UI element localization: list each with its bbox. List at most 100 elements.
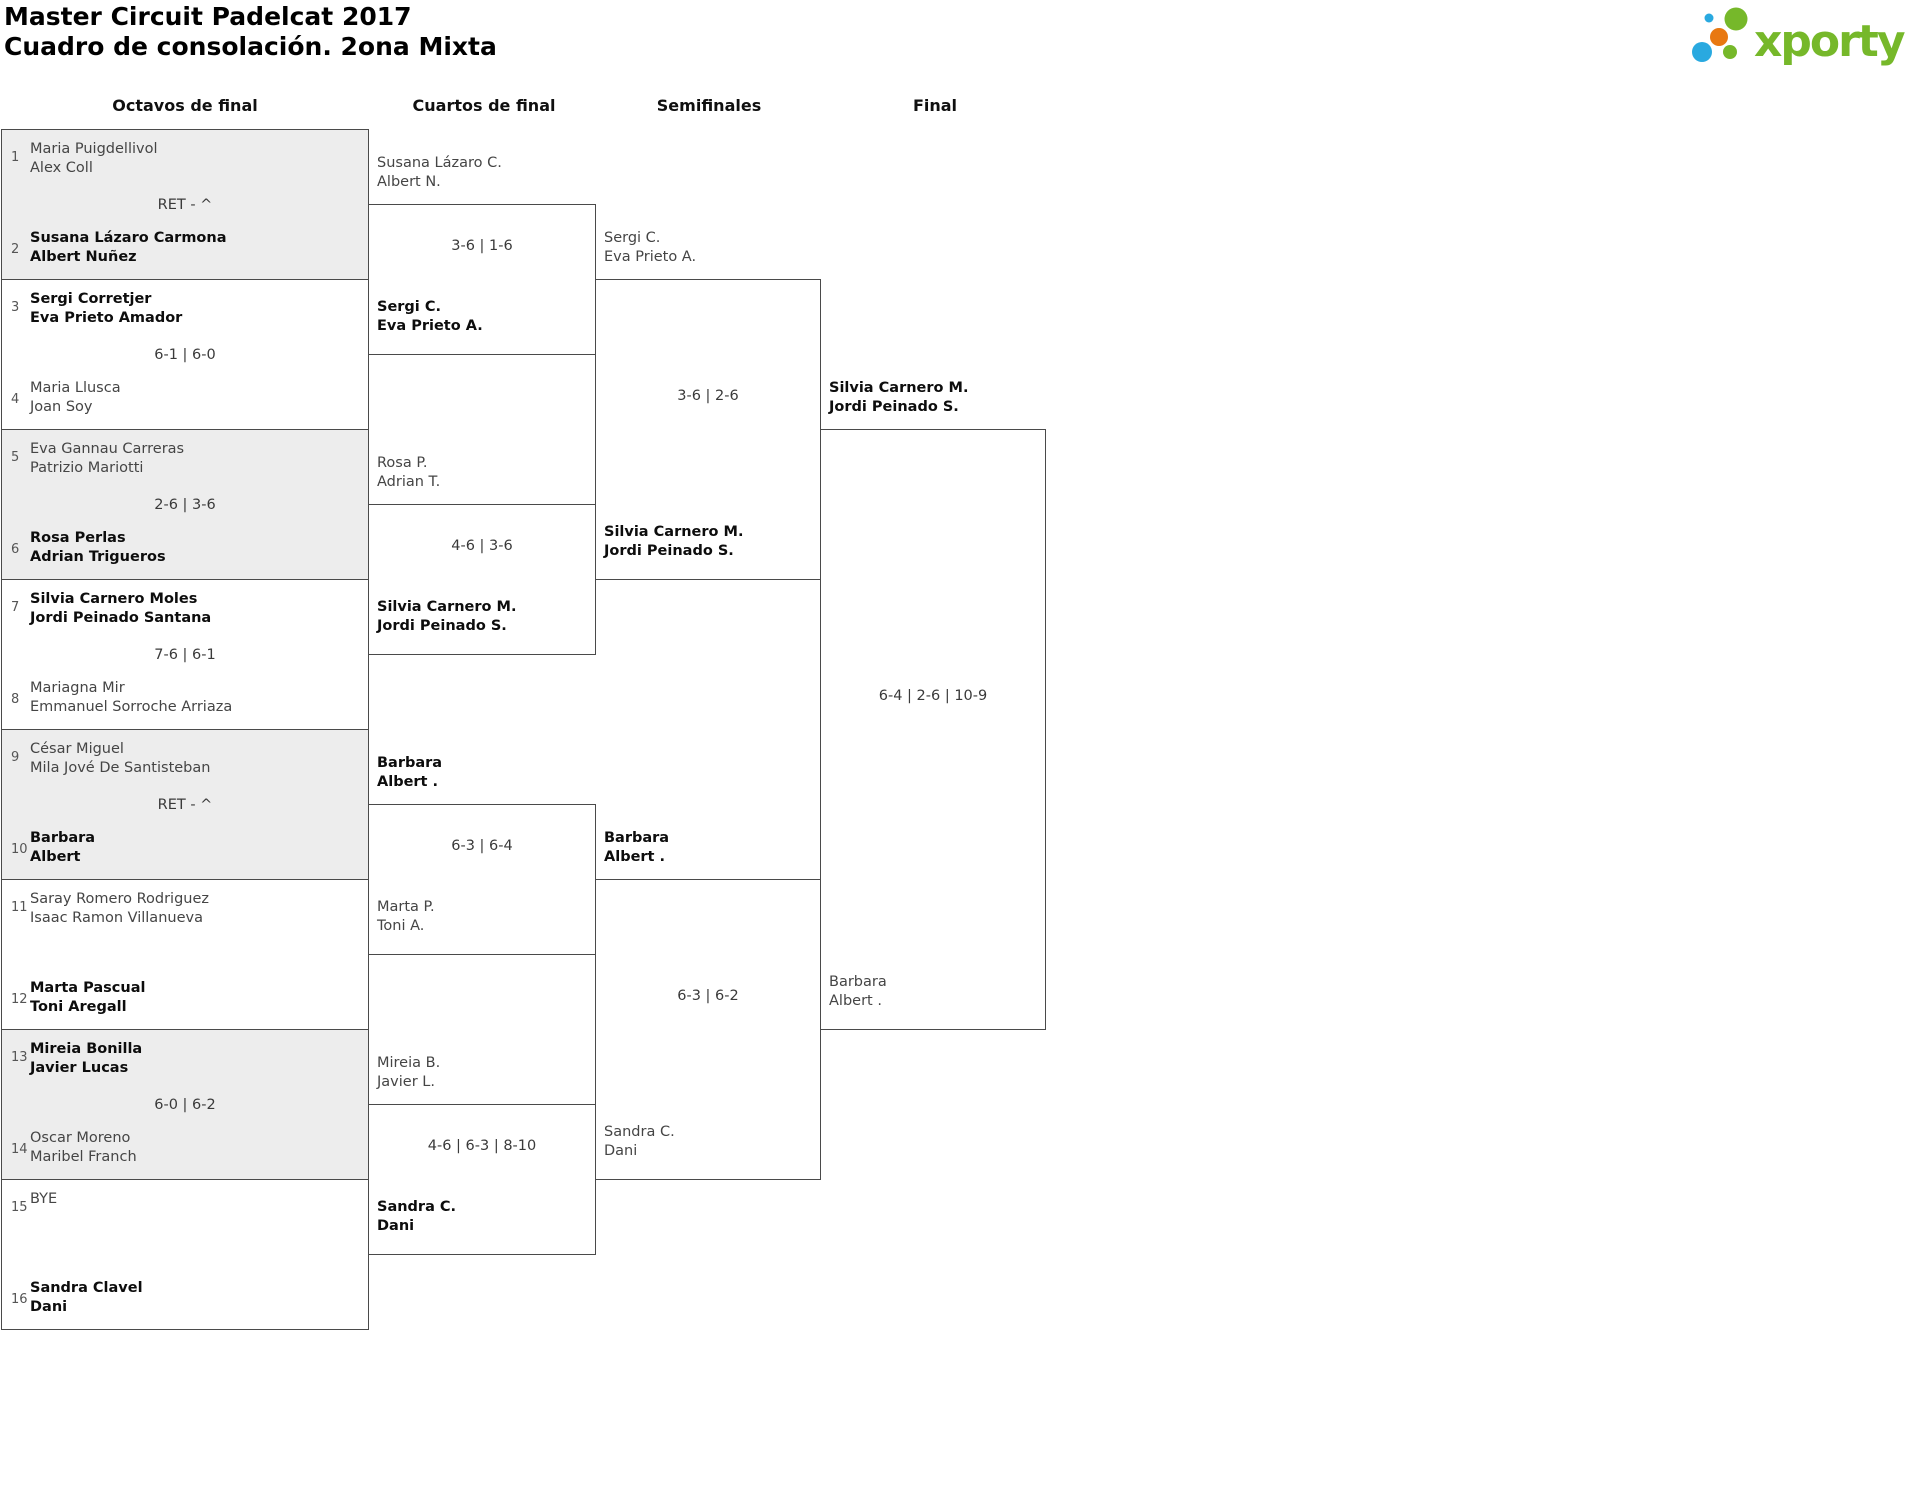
team-pair-top: Silvia Carnero M. Jordi Peinado S. xyxy=(829,379,968,417)
player-name: Susana Lázaro Carmona xyxy=(30,230,227,246)
logo-dot-green-small xyxy=(1723,45,1737,59)
match-score: 6-3 | 6-4 xyxy=(451,837,513,854)
match-score: 6-3 | 6-2 xyxy=(677,987,739,1004)
player-name: Sandra C. xyxy=(604,1124,675,1140)
octavos-match-3: 5 Eva Gannau Carreras Patrizio Mariotti … xyxy=(1,429,369,580)
octavos-match-2: 3 Sergi Corretjer Eva Prieto Amador 6-1 … xyxy=(1,279,369,430)
cuartos-match-1: Susana Lázaro C. Albert N. 3-6 | 1-6 Ser… xyxy=(368,155,596,355)
final-match: Silvia Carnero M. Jordi Peinado S. 6-4 |… xyxy=(820,380,1046,1030)
player-name: Maria Llusca xyxy=(30,380,121,396)
cuartos-match-3: Barbara Albert . 6-3 | 6-4 Marta P. Toni… xyxy=(368,755,596,955)
team-pair-top: Barbara Albert . xyxy=(604,829,669,867)
seed-number: 5 xyxy=(11,450,20,465)
team-pair-top: Sergi C. Eva Prieto A. xyxy=(604,229,696,267)
player-name: Silvia Carnero M. xyxy=(829,380,969,396)
match-score: 2-6 | 3-6 xyxy=(154,496,216,513)
player-name: Silvia Carnero Moles xyxy=(30,591,198,607)
player-name: Sandra Clavel xyxy=(30,1280,143,1296)
cuartos-match-4: Mireia B. Javier L. 4-6 | 6-3 | 8-10 San… xyxy=(368,1055,596,1255)
logo-wordmark: xporty xyxy=(1754,16,1905,67)
match-score: 7-6 | 6-1 xyxy=(154,646,216,663)
player-name: Emmanuel Sorroche Arriaza xyxy=(30,699,233,715)
player-name: Barbara xyxy=(604,830,670,846)
player-name: Susana Lázaro C. xyxy=(377,155,502,171)
player-name: Marta Pascual xyxy=(30,980,146,996)
seed-number: 13 xyxy=(11,1050,28,1065)
match-score: 3-6 | 1-6 xyxy=(451,237,513,254)
seed-number: 11 xyxy=(11,900,28,915)
team-pair-bottom: Oscar Moreno Maribel Franch xyxy=(30,1129,137,1167)
match-score: RET - ^ xyxy=(157,796,213,813)
team-pair-bottom: Marta Pascual Toni Aregall xyxy=(30,979,145,1017)
player-name: Sergi Corretjer xyxy=(30,291,152,307)
octavos-match-6: 11 Saray Romero Rodriguez Isaac Ramon Vi… xyxy=(1,879,369,1030)
team-pair-bottom: Barbara Albert xyxy=(30,829,95,867)
team-pair-bottom: Silvia Carnero M. Jordi Peinado S. xyxy=(604,523,743,561)
seed-number: 10 xyxy=(11,842,28,857)
match-score: 6-4 | 2-6 | 10-9 xyxy=(878,687,988,704)
player-name: Rosa Perlas xyxy=(30,530,126,546)
team-pair-top: BYE xyxy=(30,1190,57,1209)
player-name: Dani xyxy=(604,1143,638,1159)
team-pair-bottom: Maria Llusca Joan Soy xyxy=(30,379,121,417)
logo-dot-green-large xyxy=(1724,7,1748,31)
player-name: Barbara xyxy=(30,830,96,846)
player-name: Albert xyxy=(30,849,81,865)
player-name: BYE xyxy=(30,1191,58,1207)
player-name: Jordi Peinado S. xyxy=(377,618,507,634)
team-pair-bottom: Sergi C. Eva Prieto A. xyxy=(377,298,483,336)
team-pair-top: Rosa P. Adrian T. xyxy=(377,454,440,492)
player-name: Dani xyxy=(30,1299,68,1315)
round-header-cuartos: Cuartos de final xyxy=(412,96,556,115)
team-pair-bottom: Mariagna Mir Emmanuel Sorroche Arriaza xyxy=(30,679,232,717)
seed-number: 15 xyxy=(11,1200,28,1215)
player-name: Toni Aregall xyxy=(30,999,127,1015)
player-name: Oscar Moreno xyxy=(30,1130,131,1146)
player-name: Sergi C. xyxy=(604,230,661,246)
seed-number: 1 xyxy=(11,150,20,165)
seed-number: 8 xyxy=(11,692,20,707)
team-pair-top: César Miguel Mila Jové De Santisteban xyxy=(30,740,210,778)
player-name: Maria Puigdellivol xyxy=(30,141,158,157)
seed-number: 6 xyxy=(11,542,20,557)
player-name: Adrian T. xyxy=(377,474,441,490)
semifinal-match-1: Sergi C. Eva Prieto A. 3-6 | 2-6 Silvia … xyxy=(595,230,821,580)
octavos-match-4: 7 Silvia Carnero Moles Jordi Peinado San… xyxy=(1,579,369,730)
player-name: Silvia Carnero M. xyxy=(377,599,517,615)
tournament-name: Master Circuit Padelcat 2017 xyxy=(4,2,412,31)
team-pair-top: Silvia Carnero Moles Jordi Peinado Santa… xyxy=(30,590,211,628)
player-name: César Miguel xyxy=(30,741,124,757)
octavos-match-8: 15 BYE 16 Sandra Clavel Dani xyxy=(1,1179,369,1330)
team-pair-bottom: Sandra C. Dani xyxy=(377,1198,456,1236)
team-pair-top: Barbara Albert . xyxy=(377,754,442,792)
match-score: 3-6 | 2-6 xyxy=(677,387,739,404)
team-pair-top: Maria Puigdellivol Alex Coll xyxy=(30,140,157,178)
octavos-match-1: 1 Maria Puigdellivol Alex Coll RET - ^ 2… xyxy=(1,129,369,280)
xporty-logo[interactable]: xporty xyxy=(1684,3,1920,67)
player-name: Eva Prieto A. xyxy=(377,318,483,334)
player-name: Dani xyxy=(377,1218,415,1234)
team-pair-bottom: Sandra Clavel Dani xyxy=(30,1279,143,1317)
match-score: 4-6 | 6-3 | 8-10 xyxy=(427,1137,537,1154)
team-pair-bottom: Silvia Carnero M. Jordi Peinado S. xyxy=(377,598,516,636)
semifinal-match-2: Barbara Albert . 6-3 | 6-2 Sandra C. Dan… xyxy=(595,830,821,1180)
player-name: Eva Gannau Carreras xyxy=(30,441,185,457)
player-name: Mireia Bonilla xyxy=(30,1041,143,1057)
player-name: Maribel Franch xyxy=(30,1149,137,1165)
cuartos-match-2: Rosa P. Adrian T. 4-6 | 3-6 Silvia Carne… xyxy=(368,455,596,655)
round-header-semifinales: Semifinales xyxy=(656,96,762,115)
seed-number: 12 xyxy=(11,992,28,1007)
match-score: 6-0 | 6-2 xyxy=(154,1096,216,1113)
seed-number: 2 xyxy=(11,242,20,257)
player-name: Barbara xyxy=(377,755,443,771)
team-pair-top: Mireia B. Javier L. xyxy=(377,1054,440,1092)
team-pair-bottom: Sandra C. Dani xyxy=(604,1123,675,1161)
seed-number: 7 xyxy=(11,600,20,615)
player-name: Eva Prieto Amador xyxy=(30,310,183,326)
round-header-final: Final xyxy=(912,96,958,115)
seed-number: 14 xyxy=(11,1142,28,1157)
player-name: Albert Nuñez xyxy=(30,249,137,265)
logo-dot-blue-small xyxy=(1704,13,1714,23)
xporty-logo-graphic: xporty xyxy=(1692,7,1907,67)
